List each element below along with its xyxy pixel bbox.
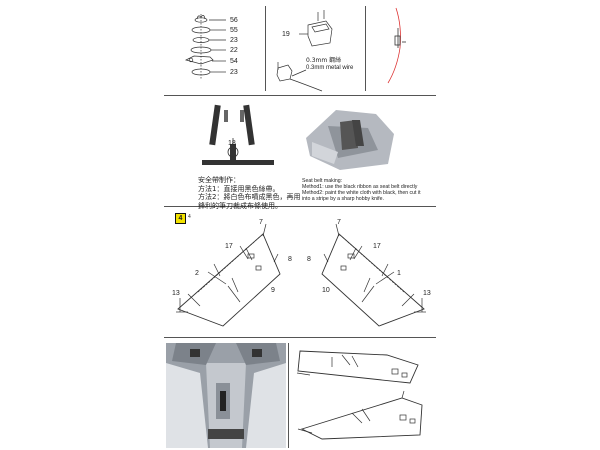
assembled-sidepod-photo bbox=[166, 343, 286, 448]
belt-method1-cn: 方法1：直接用黑色絲帶。 bbox=[198, 184, 280, 193]
seat-belt-diagram bbox=[202, 104, 274, 165]
belt-method2a-cn: 方法2：將白色布噴成黑色，再用 bbox=[198, 193, 301, 201]
divider-belt bbox=[164, 206, 436, 207]
belt-title-cn: 安全帶制作： bbox=[198, 176, 240, 184]
divider-photos bbox=[288, 343, 289, 448]
seat-photo bbox=[292, 98, 402, 176]
sidepod-left-diagram bbox=[176, 223, 281, 327]
label-left-7: 7 bbox=[259, 219, 263, 226]
step-sub-mark: 4 bbox=[188, 214, 191, 220]
step-number-badge: 4 bbox=[175, 213, 186, 224]
divider-top-v1 bbox=[265, 6, 266, 91]
belt-method2b-cn: 鋒利的筆刀裁成布條使用。 bbox=[198, 201, 282, 210]
label-right-8: 8 bbox=[307, 256, 311, 263]
divider-step4 bbox=[164, 337, 436, 338]
label-right-17: 17 bbox=[373, 243, 381, 250]
belt-method2b-en: into a stripe by a sharp hobby knife. bbox=[302, 196, 384, 202]
label-right-13: 13 bbox=[423, 290, 431, 297]
label-54: 54 bbox=[230, 58, 238, 65]
label-56: 56 bbox=[230, 17, 238, 24]
label-left-8: 8 bbox=[288, 256, 292, 263]
belt-notes-cn: 安全帶制作： 方法1：直接用黑色絲帶。 方法2：將白色布噴成黑色，再用 鋒利的筆… bbox=[198, 176, 300, 210]
label-19: 19 bbox=[282, 31, 290, 38]
bracket-wire-diagram bbox=[276, 10, 333, 92]
label-23a: 23 bbox=[230, 37, 238, 44]
wire-route-sketch bbox=[387, 7, 406, 84]
sidepod-detail-diagram bbox=[296, 350, 423, 440]
divider-top bbox=[164, 95, 436, 96]
exploded-parts-diagram bbox=[185, 14, 226, 80]
label-55: 55 bbox=[230, 27, 238, 34]
label-23b: 23 bbox=[230, 69, 238, 76]
sidepod-right-diagram bbox=[321, 223, 426, 327]
label-right-10: 10 bbox=[322, 287, 330, 294]
wire-label-cn: 0.3mm 鋼絲 bbox=[306, 57, 342, 64]
belt-method2a-en: Method2: paint the white cloth with blac… bbox=[302, 190, 421, 196]
label-left-13: 13 bbox=[172, 290, 180, 297]
label-right-7: 7 bbox=[337, 219, 341, 226]
belt-method1-en: Method1: use the black ribbon as seat be… bbox=[302, 184, 418, 190]
divider-top-v2 bbox=[365, 6, 366, 91]
wire-label-en: 0.3mm metal wire bbox=[306, 65, 354, 71]
label-left-2: 2 bbox=[195, 270, 199, 277]
label-left-17: 17 bbox=[225, 243, 233, 250]
label-right-1: 1 bbox=[397, 270, 401, 277]
label-22: 22 bbox=[230, 47, 238, 54]
label-18: 18 bbox=[228, 140, 236, 147]
label-left-9: 9 bbox=[271, 287, 275, 294]
belt-title-en: Seat belt making: bbox=[302, 178, 343, 184]
belt-notes-en: Seat belt making: Method1: use the black… bbox=[302, 178, 421, 202]
